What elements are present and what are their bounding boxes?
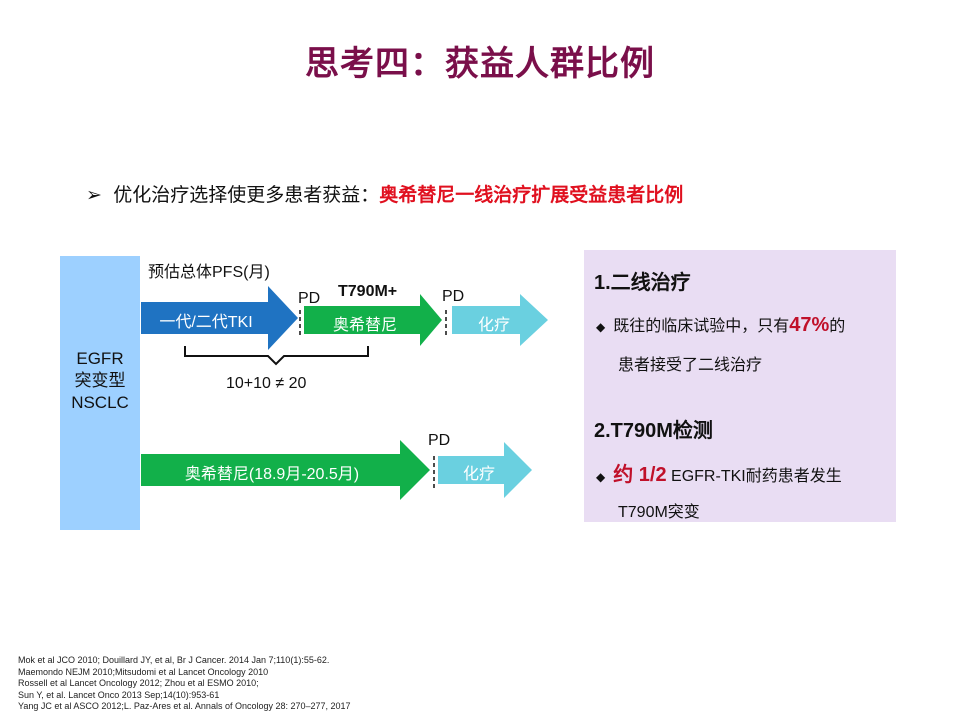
panel-heading-1: 1.二线治疗 <box>594 272 691 294</box>
panel-item-2: ◆ 约 1/2 EGFR-TKI耐药患者发生 <box>596 458 842 487</box>
panel-item-1-post: 的 <box>829 318 846 335</box>
diamond-bullet-icon: ◆ <box>596 470 606 484</box>
panel-item-1-big: 47% <box>789 314 830 336</box>
t790m-label: T790M+ <box>338 283 398 300</box>
row1-chemo-label: 化疗 <box>477 317 510 334</box>
brace-label: 10+10 ≠ 20 <box>226 375 307 392</box>
row2-osimertinib-arrow <box>141 440 430 500</box>
row2-chemo-label: 化疗 <box>462 466 495 483</box>
row1-chemo-arrow <box>452 294 548 346</box>
pfs-label: 预估总体PFS(月) <box>148 264 270 281</box>
row1-osimertinib-arrow <box>304 294 442 346</box>
panel-item-2-post: EGFR-TKI耐药患者发生 <box>666 468 842 485</box>
bullet-line: ➢ 优化治疗选择使更多患者获益：奥希替尼一线治疗扩展受益患者比例 <box>86 180 683 207</box>
row1-tki-label: 一代/二代TKI <box>159 314 253 331</box>
panel-heading-2: 2.T790M检测 <box>594 420 713 442</box>
reference-line: Mok et al JCO 2010; Douillard JY, et al,… <box>18 655 330 665</box>
row1-pd1-label: PD <box>298 290 321 307</box>
page-title: 思考四：获益人群比例 <box>305 45 655 83</box>
panel-item-1: ◆ 既往的临床试验中，只有47%的 <box>596 312 845 337</box>
brace <box>184 346 369 366</box>
info-panel <box>584 250 896 522</box>
bullet-highlight: 奥希替尼一线治疗扩展受益患者比例 <box>379 185 684 206</box>
panel-item-1-line2: 患者接受了二线治疗 <box>618 357 763 374</box>
egfr-box <box>60 256 140 530</box>
row2-chemo-arrow <box>438 442 532 498</box>
egfr-label: EGFR 突变型 NSCLC <box>60 348 140 414</box>
diamond-bullet-icon: ◆ <box>596 320 606 334</box>
row1-osimertinib-label: 奥希替尼 <box>332 317 397 334</box>
reference-line: Rossell et al Lancet Oncology 2012; Zhou… <box>18 678 259 689</box>
reference-line: Yang JC et al ASCO 2012;L. Paz-Ares et a… <box>18 701 351 712</box>
references: Mok et al JCO 2010; Douillard JY, et al,… <box>18 655 351 713</box>
arrow-bullet-icon: ➢ <box>86 185 102 206</box>
bullet-text: 优化治疗选择使更多患者获益： <box>113 185 380 206</box>
row1-pd2-label: PD <box>442 288 465 305</box>
row2-pd-label: PD <box>428 432 451 449</box>
egfr-label-line2: 突变型 <box>74 371 126 390</box>
row1-tki-arrow <box>141 286 298 350</box>
egfr-label-line3: NSCLC <box>71 393 129 412</box>
reference-line: Maemondo NEJM 2010;Mitsudomi et al Lance… <box>18 666 269 677</box>
row2-osimertinib-label: 奥希替尼(18.9月-20.5月) <box>184 466 360 483</box>
panel-item-2-big: 约 1/2 <box>613 464 667 486</box>
panel-item-2-line2: T790M突变 <box>618 504 700 521</box>
reference-line: Sun Y, et al. Lancet Onco 2013 Sep;14(10… <box>18 689 220 700</box>
panel-item-1-pre: 既往的临床试验中，只有 <box>613 318 790 335</box>
egfr-label-line1: EGFR <box>76 349 124 368</box>
